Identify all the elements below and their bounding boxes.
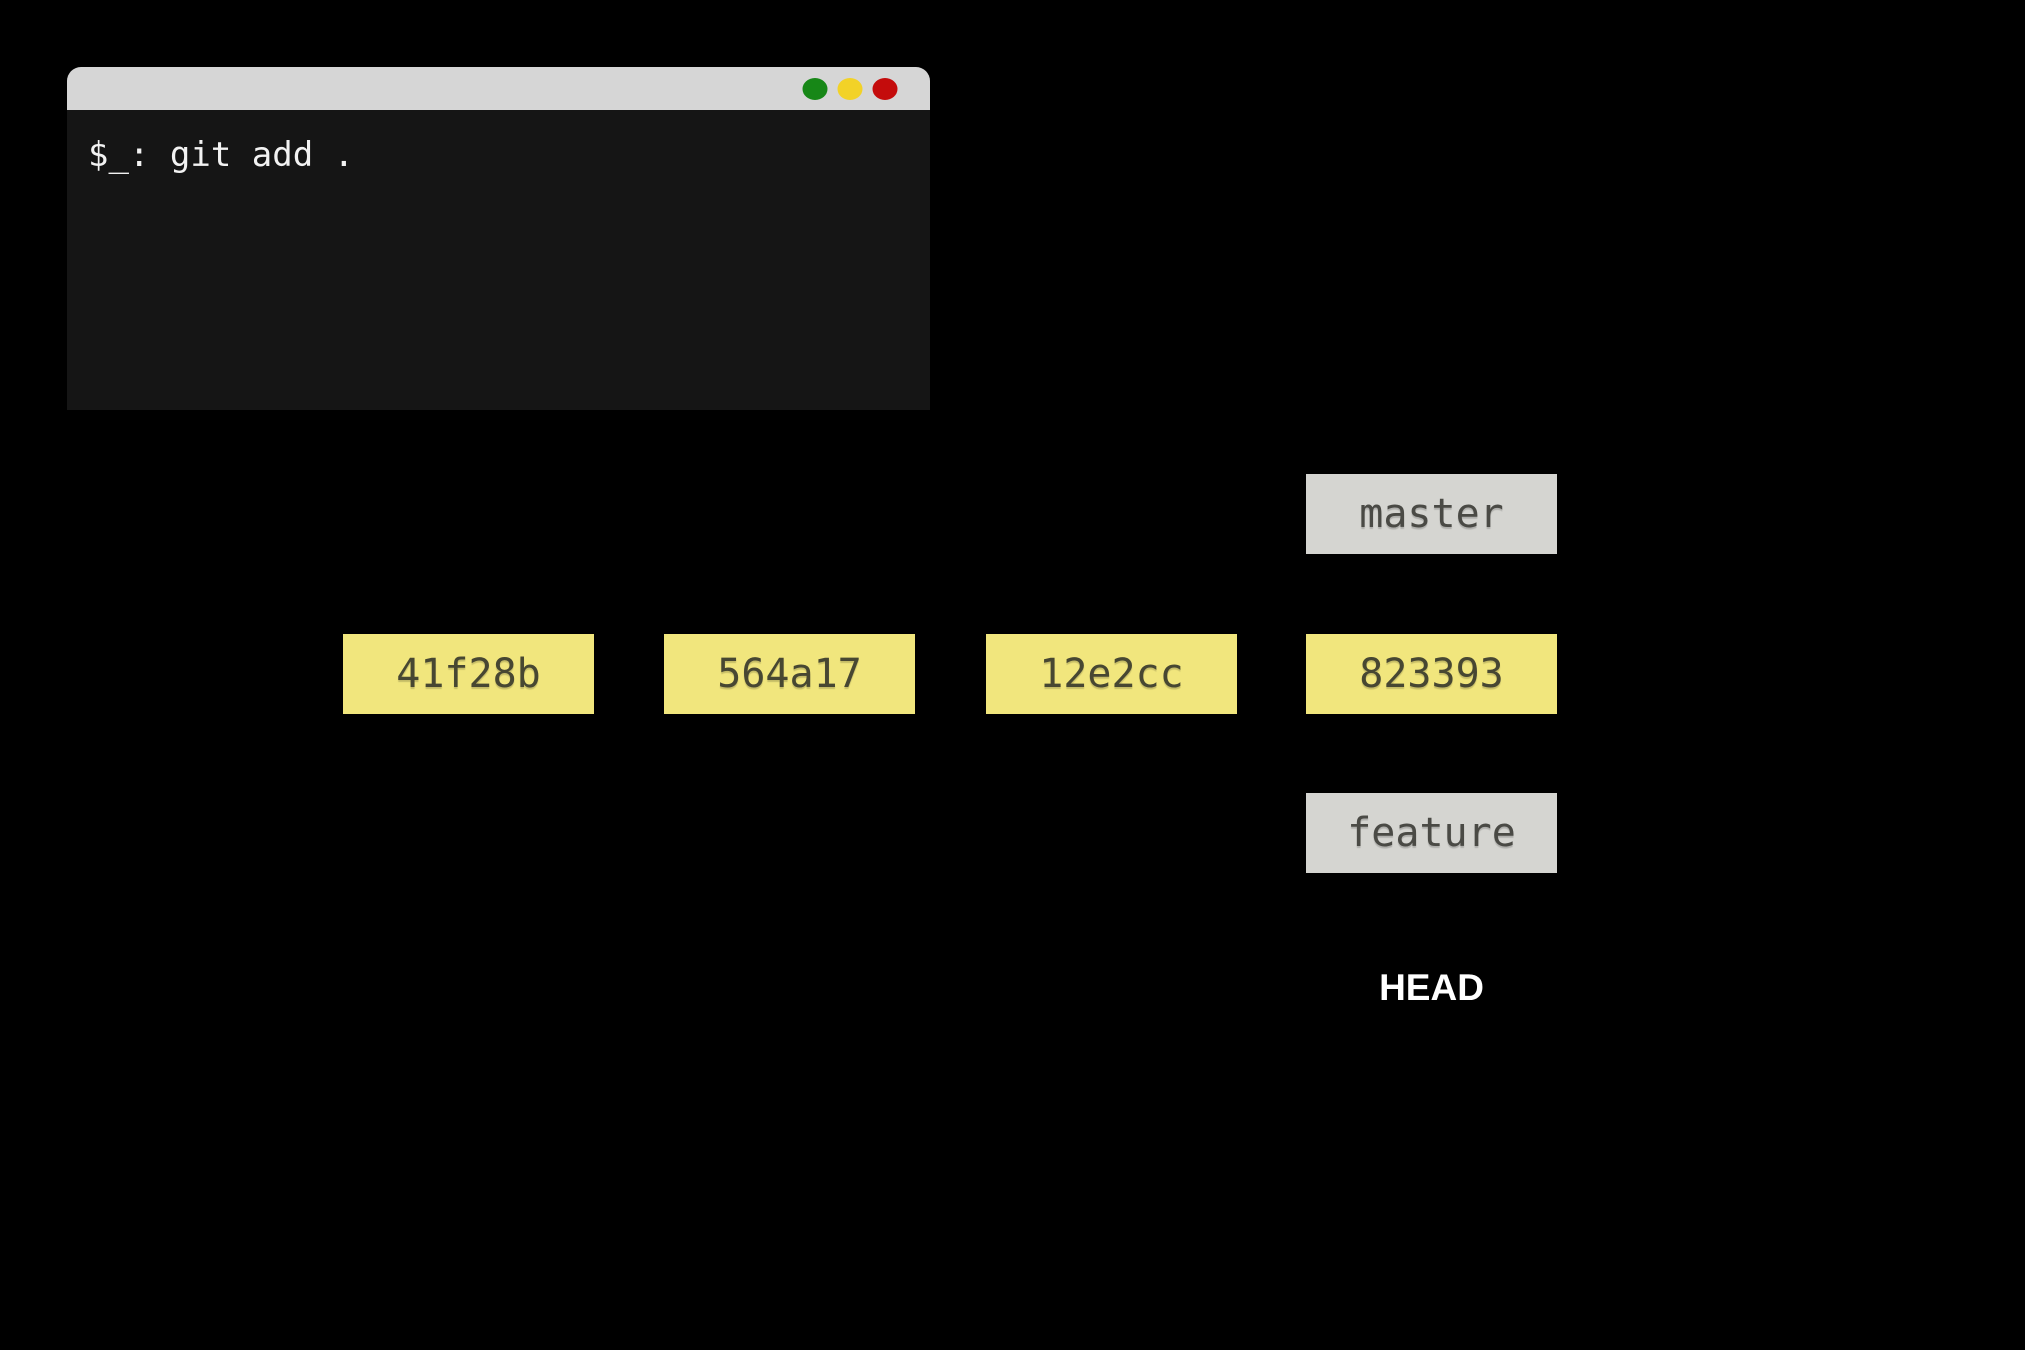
terminal-window: $_: git add . [67, 67, 930, 410]
window-button-green-icon[interactable] [802, 77, 828, 100]
window-button-red-icon[interactable] [872, 77, 898, 100]
window-controls [802, 77, 898, 100]
terminal-body: $_: git add . [67, 110, 930, 410]
branch-label-feature: feature [1306, 793, 1557, 873]
commit-node-564a17: 564a17 [664, 634, 915, 714]
commit-node-823393: 823393 [1306, 634, 1557, 714]
branch-label-master: master [1306, 474, 1557, 554]
window-button-yellow-icon[interactable] [837, 77, 863, 100]
terminal-titlebar [67, 67, 930, 110]
commit-node-12e2cc: 12e2cc [986, 634, 1237, 714]
commit-node-41f28b: 41f28b [343, 634, 594, 714]
head-pointer-label: HEAD [1379, 967, 1484, 1008]
terminal-prompt-line: $_: git add . [88, 135, 355, 175]
